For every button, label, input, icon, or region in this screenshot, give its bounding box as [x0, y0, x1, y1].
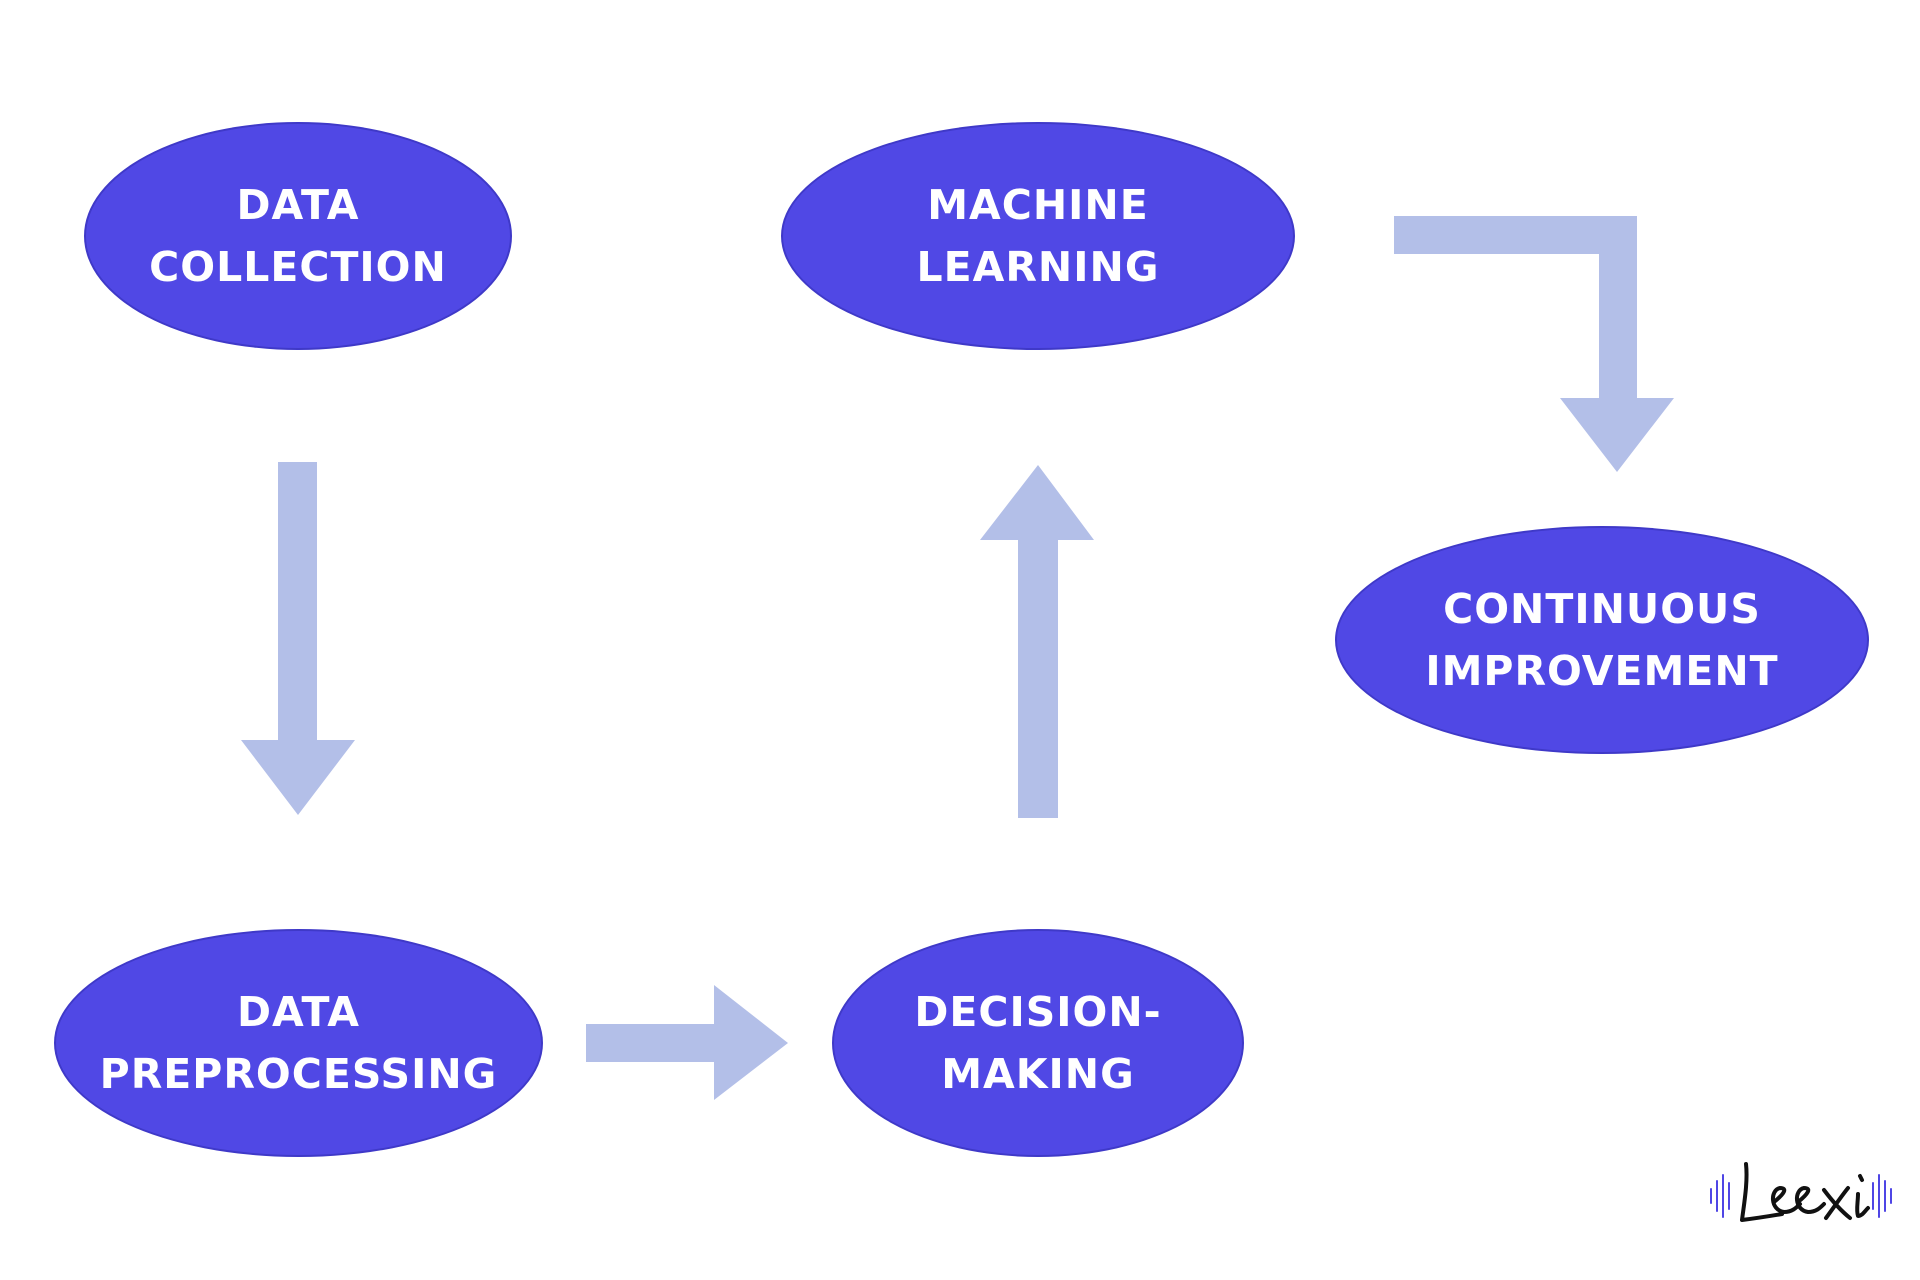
node-label-line: LEARNING: [916, 243, 1160, 291]
arrow-preprocessing-to-decision: [586, 985, 788, 1100]
arrow-collection-to-preprocessing: [241, 462, 355, 815]
arrow-decision-to-ml: [980, 465, 1094, 818]
logo-script: [1740, 1162, 1870, 1222]
node-label-line: MACHINE: [927, 181, 1149, 229]
arrow-ml-to-improvement: [1394, 216, 1674, 472]
node-label-line: DECISION-: [914, 988, 1162, 1036]
node-decision-making: DECISION- MAKING: [832, 929, 1244, 1157]
node-label-line: IMPROVEMENT: [1425, 647, 1779, 695]
node-machine-learning: MACHINE LEARNING: [781, 122, 1295, 350]
node-label-line: MAKING: [941, 1050, 1135, 1098]
node-label-line: PREPROCESSING: [99, 1050, 498, 1098]
node-data-preprocessing: DATA PREPROCESSING: [54, 929, 543, 1157]
node-label-line: COLLECTION: [149, 243, 447, 291]
node-label-line: DATA: [236, 988, 361, 1036]
sound-wave-bars: [1710, 1174, 1892, 1218]
node-label-line: CONTINUOUS: [1443, 585, 1761, 633]
node-data-collection: DATA COLLECTION: [84, 122, 512, 350]
node-continuous-improvement: CONTINUOUS IMPROVEMENT: [1335, 526, 1869, 754]
node-label-line: DATA: [236, 181, 360, 229]
leexi-logo: [1710, 1162, 1892, 1222]
